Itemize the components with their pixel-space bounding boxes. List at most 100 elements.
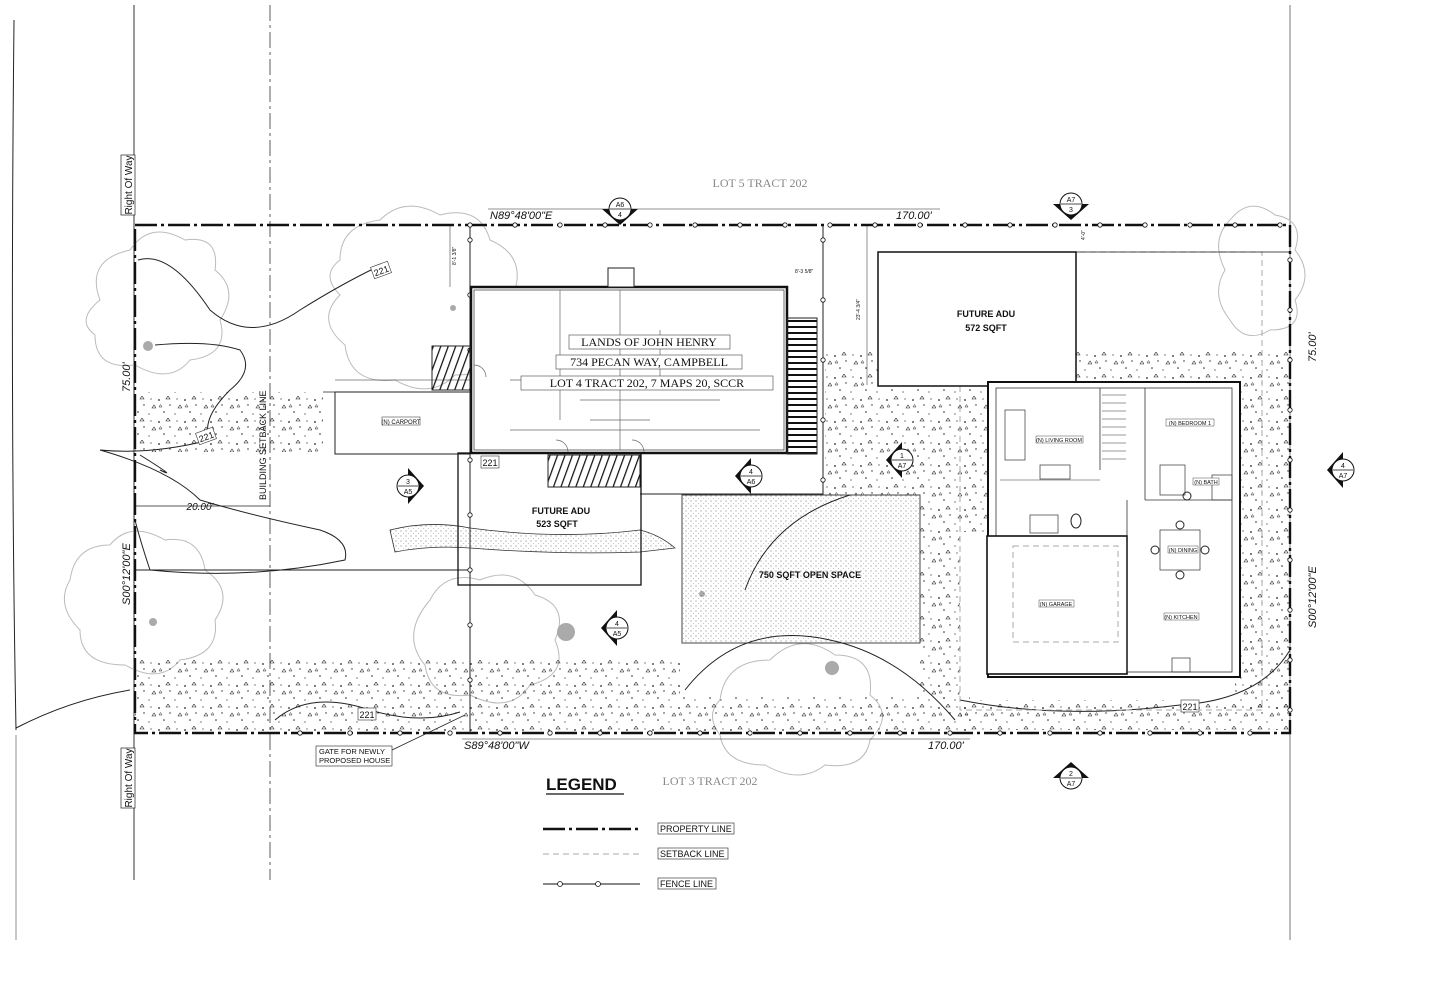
section-marker-sheet: A7 xyxy=(1067,781,1076,788)
adu-front-title: FUTURE ADU xyxy=(532,506,590,516)
fence-post xyxy=(1287,507,1293,513)
fence-post xyxy=(1147,730,1153,736)
section-marker: A64 xyxy=(602,197,638,225)
existing-house xyxy=(431,267,818,488)
fence-post xyxy=(820,417,826,423)
fence-post xyxy=(697,730,703,736)
open-space-label: 750 SQFT OPEN SPACE xyxy=(759,570,861,580)
fence-post xyxy=(347,730,353,736)
svg-text:221: 221 xyxy=(373,264,391,279)
legend-item-property: PROPERTY LINE xyxy=(660,824,732,834)
fence-post xyxy=(1047,730,1053,736)
svg-text:221: 221 xyxy=(198,430,216,445)
south-bearing: S89°48'00"W xyxy=(464,740,530,752)
tree-canopies xyxy=(63,205,1306,776)
title-block: LANDS OF JOHN HENRY 734 PECAN WAY, CAMPB… xyxy=(520,334,774,391)
svg-text:(N) LIVING ROOM: (N) LIVING ROOM xyxy=(1036,438,1082,444)
east-bearing: S00°12'00"E xyxy=(1307,566,1319,628)
svg-text:8'-3 5/8": 8'-3 5/8" xyxy=(795,269,814,275)
fence-post xyxy=(467,457,473,463)
fence-post xyxy=(1287,707,1293,713)
svg-text:PROPOSED HOUSE: PROPOSED HOUSE xyxy=(319,756,390,765)
south-neighbor-label: LOT 3 TRACT 202 xyxy=(662,774,757,788)
adu-rear-title: FUTURE ADU xyxy=(957,309,1015,319)
svg-text:23'-4 3/4": 23'-4 3/4" xyxy=(856,299,862,320)
svg-text:221: 221 xyxy=(482,458,497,468)
section-marker: 1A7 xyxy=(886,442,914,478)
section-marker-num: 3 xyxy=(406,479,410,486)
svg-text:(N) GARAGE: (N) GARAGE xyxy=(1040,602,1073,608)
fence-post xyxy=(467,237,473,243)
fence-post xyxy=(797,730,803,736)
fence-post xyxy=(1247,730,1253,736)
fence-post xyxy=(467,512,473,518)
fence-post xyxy=(1287,357,1293,363)
open-space-area xyxy=(681,494,921,644)
fence-post xyxy=(397,730,403,736)
fence-post xyxy=(547,730,553,736)
fence-posts xyxy=(297,222,1293,736)
section-marker-num: 4 xyxy=(615,621,619,628)
section-marker: 4A5 xyxy=(601,610,629,646)
fence-post xyxy=(897,730,903,736)
section-marker-num: 4 xyxy=(1341,463,1345,470)
section-marker-sheet: A5 xyxy=(404,489,413,496)
setback-distance-label: 20.00' xyxy=(186,502,215,513)
north-distance: 170.00' xyxy=(896,210,933,222)
legend: LEGEND PROPERTY LINE SETBACK LINE FENCE … xyxy=(543,775,735,890)
svg-text:GATE FOR NEWLY: GATE FOR NEWLY xyxy=(319,747,385,756)
svg-text:4'-0": 4'-0" xyxy=(1081,230,1087,240)
fence-post xyxy=(297,730,303,736)
svg-text:734 PECAN WAY, CAMPBELL: 734 PECAN WAY, CAMPBELL xyxy=(570,355,728,369)
section-marker-sheet: A7 xyxy=(898,463,907,470)
contour-lines xyxy=(99,258,1291,721)
section-marker: 4A7 xyxy=(1327,452,1355,488)
fence-post xyxy=(497,730,503,736)
fence-post xyxy=(1097,730,1103,736)
section-marker: 4A6 xyxy=(735,458,763,494)
fence-post xyxy=(1287,557,1293,563)
fence-post xyxy=(467,567,473,573)
section-marker-sheet: 4 xyxy=(618,212,622,219)
section-marker: A73 xyxy=(1053,192,1089,220)
svg-text:(N) DINING: (N) DINING xyxy=(1169,548,1197,554)
west-distance: 75.00' xyxy=(121,361,133,392)
fence-post xyxy=(1287,657,1293,663)
adu-rear-area: 572 SQFT xyxy=(965,323,1007,333)
dimension-labels: 4'-0" 23'-4 3/4" 8'-1 3/8" 8'-3 5/8" xyxy=(449,225,1087,385)
north-neighbor-label: LOT 5 TRACT 202 xyxy=(712,176,807,190)
fence-post xyxy=(1197,730,1203,736)
fence-post xyxy=(467,622,473,628)
gate-note: GATE FOR NEWLY PROPOSED HOUSE xyxy=(315,714,466,767)
section-marker-sheet: A7 xyxy=(1339,473,1348,480)
hardscape xyxy=(135,352,1290,731)
fence-post xyxy=(997,730,1003,736)
proposed-house xyxy=(986,381,1241,678)
fence-post xyxy=(1277,222,1283,228)
fence-post xyxy=(947,730,953,736)
svg-text:(N) BATH: (N) BATH xyxy=(1194,480,1217,486)
fence-post xyxy=(597,730,603,736)
legend-item-setback: SETBACK LINE xyxy=(660,849,725,859)
fence-post xyxy=(1142,222,1148,228)
legend-item-fence: FENCE LINE xyxy=(660,879,713,889)
fence-post xyxy=(872,222,878,228)
fence-post xyxy=(1287,257,1293,263)
fence-post xyxy=(1287,407,1293,413)
fence-post xyxy=(1187,222,1193,228)
svg-text:221: 221 xyxy=(1182,702,1197,712)
fence-post xyxy=(737,222,743,228)
fence-post xyxy=(820,297,826,303)
fence-post xyxy=(1287,457,1293,463)
east-distance: 75.00' xyxy=(1307,331,1319,362)
fence-post xyxy=(747,730,753,736)
section-marker: 3A5 xyxy=(396,468,424,504)
contour-tags: 221 221 221 221 221 xyxy=(195,260,1200,721)
svg-text:LOT 4 TRACT 202, 7 MAPS 20, SC: LOT 4 TRACT 202, 7 MAPS 20, SCCR xyxy=(550,376,744,390)
fence-post xyxy=(847,730,853,736)
svg-text:LANDS OF JOHN HENRY: LANDS OF JOHN HENRY xyxy=(581,335,717,349)
fence-post xyxy=(827,222,833,228)
section-marker-num: A6 xyxy=(616,202,625,209)
fence-post xyxy=(1052,222,1058,228)
row-label-bottom: Right Of Way xyxy=(120,747,136,809)
